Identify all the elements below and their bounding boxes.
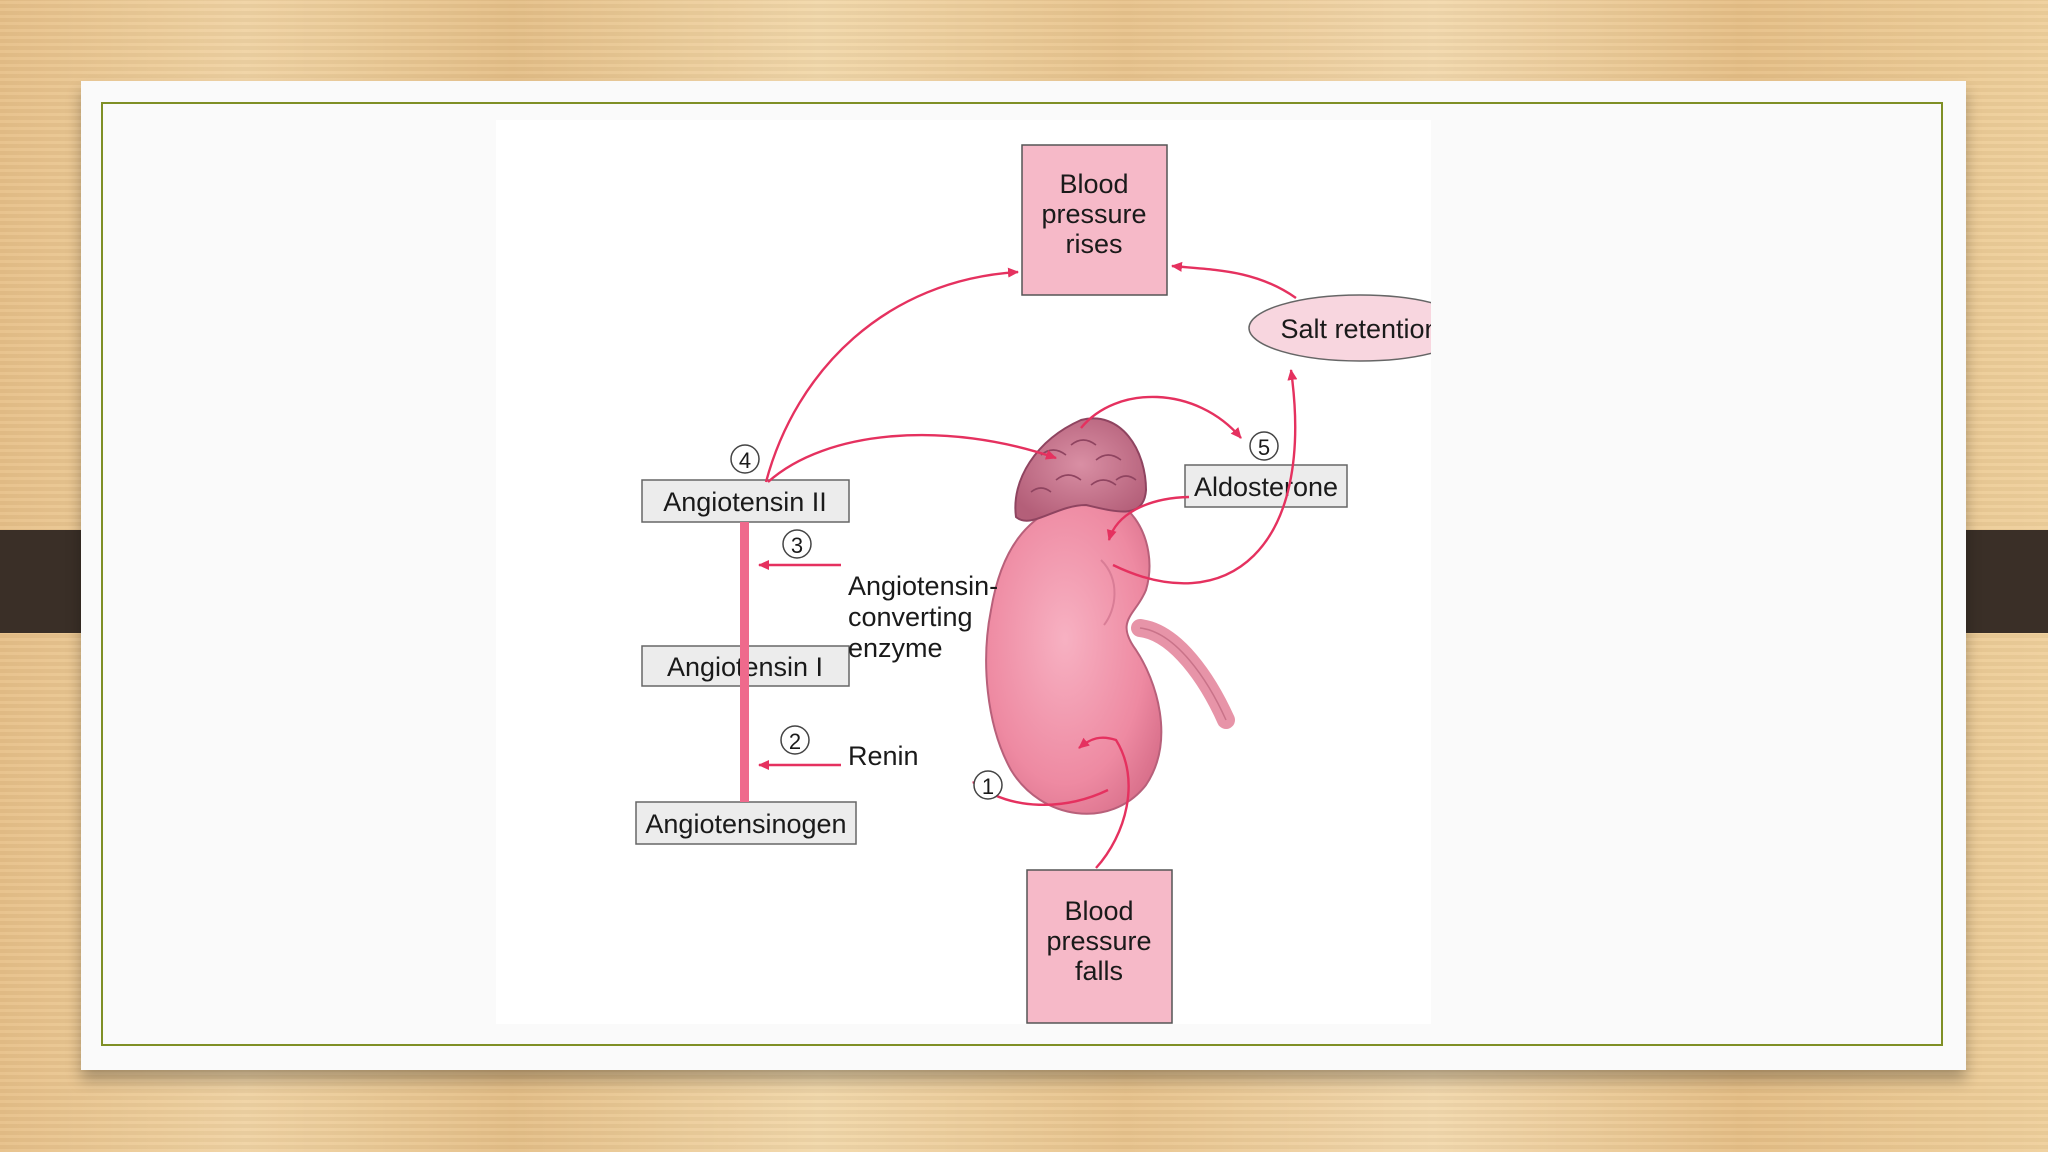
angiotensin-ii-box: Angiotensin II — [641, 479, 850, 523]
angiotensin-ii-label: Angiotensin II — [663, 487, 827, 517]
slide-card: Blood pressure rises Blood pressure fall… — [81, 81, 1966, 1070]
arrow-bp-falls-to-kidney — [1078, 736, 1130, 869]
arrow-aldosterone-to-kidney — [1106, 495, 1190, 541]
step-circle-4: 4 — [730, 444, 760, 474]
bp-falls-line-2: pressure — [1046, 926, 1151, 956]
aldosterone-box: Aldosterone — [1184, 464, 1348, 508]
bp-rises-line-3: rises — [1065, 229, 1122, 259]
ace-label-line-2: converting — [848, 602, 973, 632]
step-3-number: 3 — [791, 533, 803, 558]
step-circle-5: 5 — [1249, 431, 1279, 461]
angiotensinogen-box: Angiotensinogen — [635, 801, 857, 845]
bp-rises-line-2: pressure — [1041, 199, 1146, 229]
bp-falls-line-3: falls — [1075, 956, 1123, 986]
ace-label-line-3: enzyme — [848, 633, 943, 663]
arrow-angiotensin-ii-to-bp-rises — [764, 267, 1019, 483]
raas-figure: Blood pressure rises Blood pressure fall… — [496, 120, 1431, 1024]
ace-label-line-1: Angiotensin- — [848, 571, 998, 601]
cascade-bar — [740, 522, 749, 802]
step-circle-2: 2 — [780, 725, 810, 755]
slide-border-frame — [101, 102, 1943, 1046]
arrow-angiotensin-ii-to-adrenal — [767, 433, 1057, 483]
salt-retention-ellipse: Salt retention — [1248, 294, 1431, 362]
angiotensinogen-label: Angiotensinogen — [645, 809, 846, 839]
aldosterone-label: Aldosterone — [1194, 472, 1338, 502]
step-circle-3: 3 — [782, 529, 812, 559]
bp-rises-line-1: Blood — [1059, 169, 1128, 199]
step-4-number: 4 — [739, 448, 751, 473]
arrow-adrenal-to-aldosterone — [1080, 395, 1242, 439]
step-2-number: 2 — [789, 729, 801, 754]
blood-pressure-falls-box: Blood pressure falls — [1026, 869, 1173, 1024]
renin-label: Renin — [848, 741, 919, 771]
blood-pressure-rises-box: Blood pressure rises — [1021, 144, 1168, 296]
raas-diagram-svg: Blood pressure rises Blood pressure fall… — [635, 144, 1431, 1024]
step-1-number: 1 — [982, 774, 994, 799]
step-circle-1: 1 — [973, 770, 1003, 800]
kidney-illustration — [985, 495, 1235, 815]
arrow-salt-retention-to-bp-rises — [1171, 261, 1297, 299]
bp-falls-line-1: Blood — [1064, 896, 1133, 926]
arrow-kidney-to-salt-retention — [1112, 369, 1298, 585]
salt-retention-label: Salt retention — [1280, 314, 1431, 344]
adrenal-gland — [1014, 417, 1148, 522]
step-5-number: 5 — [1258, 435, 1270, 460]
